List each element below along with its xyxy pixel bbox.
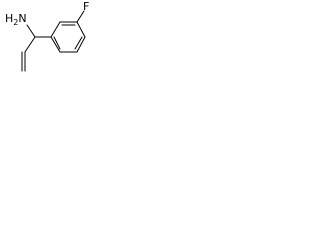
fluorine-label: F <box>83 0 89 13</box>
ring-bond-1-2 <box>50 21 61 38</box>
bond-ring-f <box>76 10 85 23</box>
bond-calpha-n <box>26 24 36 38</box>
structure-canvas: H2N F <box>5 0 89 72</box>
bond-calpha-vinyl <box>24 36 36 53</box>
ring-bond-6-1 <box>50 36 61 53</box>
amine-label: H2N <box>5 12 27 27</box>
ring-inner-6-1 <box>53 36 61 50</box>
ring-bond-4-5 <box>76 36 86 53</box>
ring-bond-3-4 <box>76 21 86 38</box>
ring-inner-4-5 <box>74 36 83 50</box>
bond-group <box>21 10 86 72</box>
